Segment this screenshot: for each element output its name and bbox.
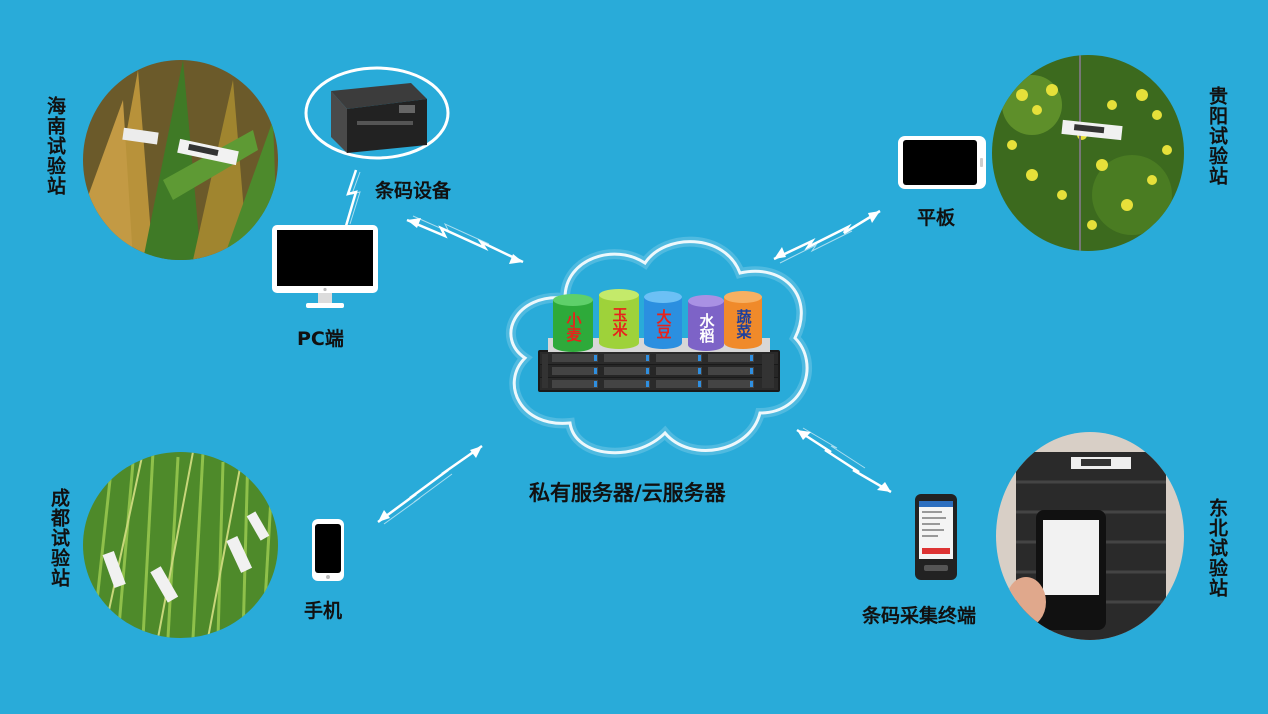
collector-label: 条码采集终端 [862, 605, 977, 627]
station-hainan-label: 海南试验站 [44, 96, 66, 196]
collector-icon [914, 493, 958, 581]
barcode-device-icon [303, 65, 451, 161]
crop-cylinder: 小麦 [553, 294, 593, 352]
phone-label: 手机 [304, 600, 343, 622]
crop-cylinder: 大豆 [644, 291, 682, 349]
hainan-photo [83, 60, 278, 260]
station-guiyang-label: 贵阳试验站 [1206, 86, 1228, 186]
server-label: 私有服务器/云服务器 [529, 481, 726, 505]
arrow-collector-server [796, 427, 892, 494]
arrow-phone-server [377, 444, 483, 525]
phone-icon [311, 518, 345, 582]
dongbei-photo [996, 432, 1184, 640]
station-chengdu-label: 成都试验站 [48, 488, 70, 588]
crop-cylinder: 水稻 [688, 295, 724, 351]
cloud-shape [495, 228, 820, 465]
crop-cylinder: 蔬菜 [724, 291, 762, 349]
arrow-printer-pc [344, 169, 361, 227]
crop-name: 大豆 [654, 309, 673, 339]
tablet-label: 平板 [917, 207, 956, 229]
pc-monitor-icon [270, 223, 380, 313]
crop-name: 水稻 [697, 313, 716, 343]
arrow-printer-server [406, 215, 524, 264]
guiyang-photo [992, 55, 1184, 251]
tablet-icon [897, 135, 987, 190]
chengdu-photo [83, 452, 278, 638]
server-rack [538, 350, 780, 392]
crop-name: 小麦 [564, 312, 583, 342]
crop-name: 蔬菜 [734, 309, 753, 339]
pc-label: PC端 [297, 328, 344, 350]
barcode-device-label: 条码设备 [375, 180, 452, 202]
arrow-tablet-server [773, 209, 881, 264]
station-dongbei-label: 东北试验站 [1206, 498, 1228, 598]
crop-name: 玉米 [610, 307, 629, 337]
crop-cylinder: 玉米 [599, 289, 639, 349]
